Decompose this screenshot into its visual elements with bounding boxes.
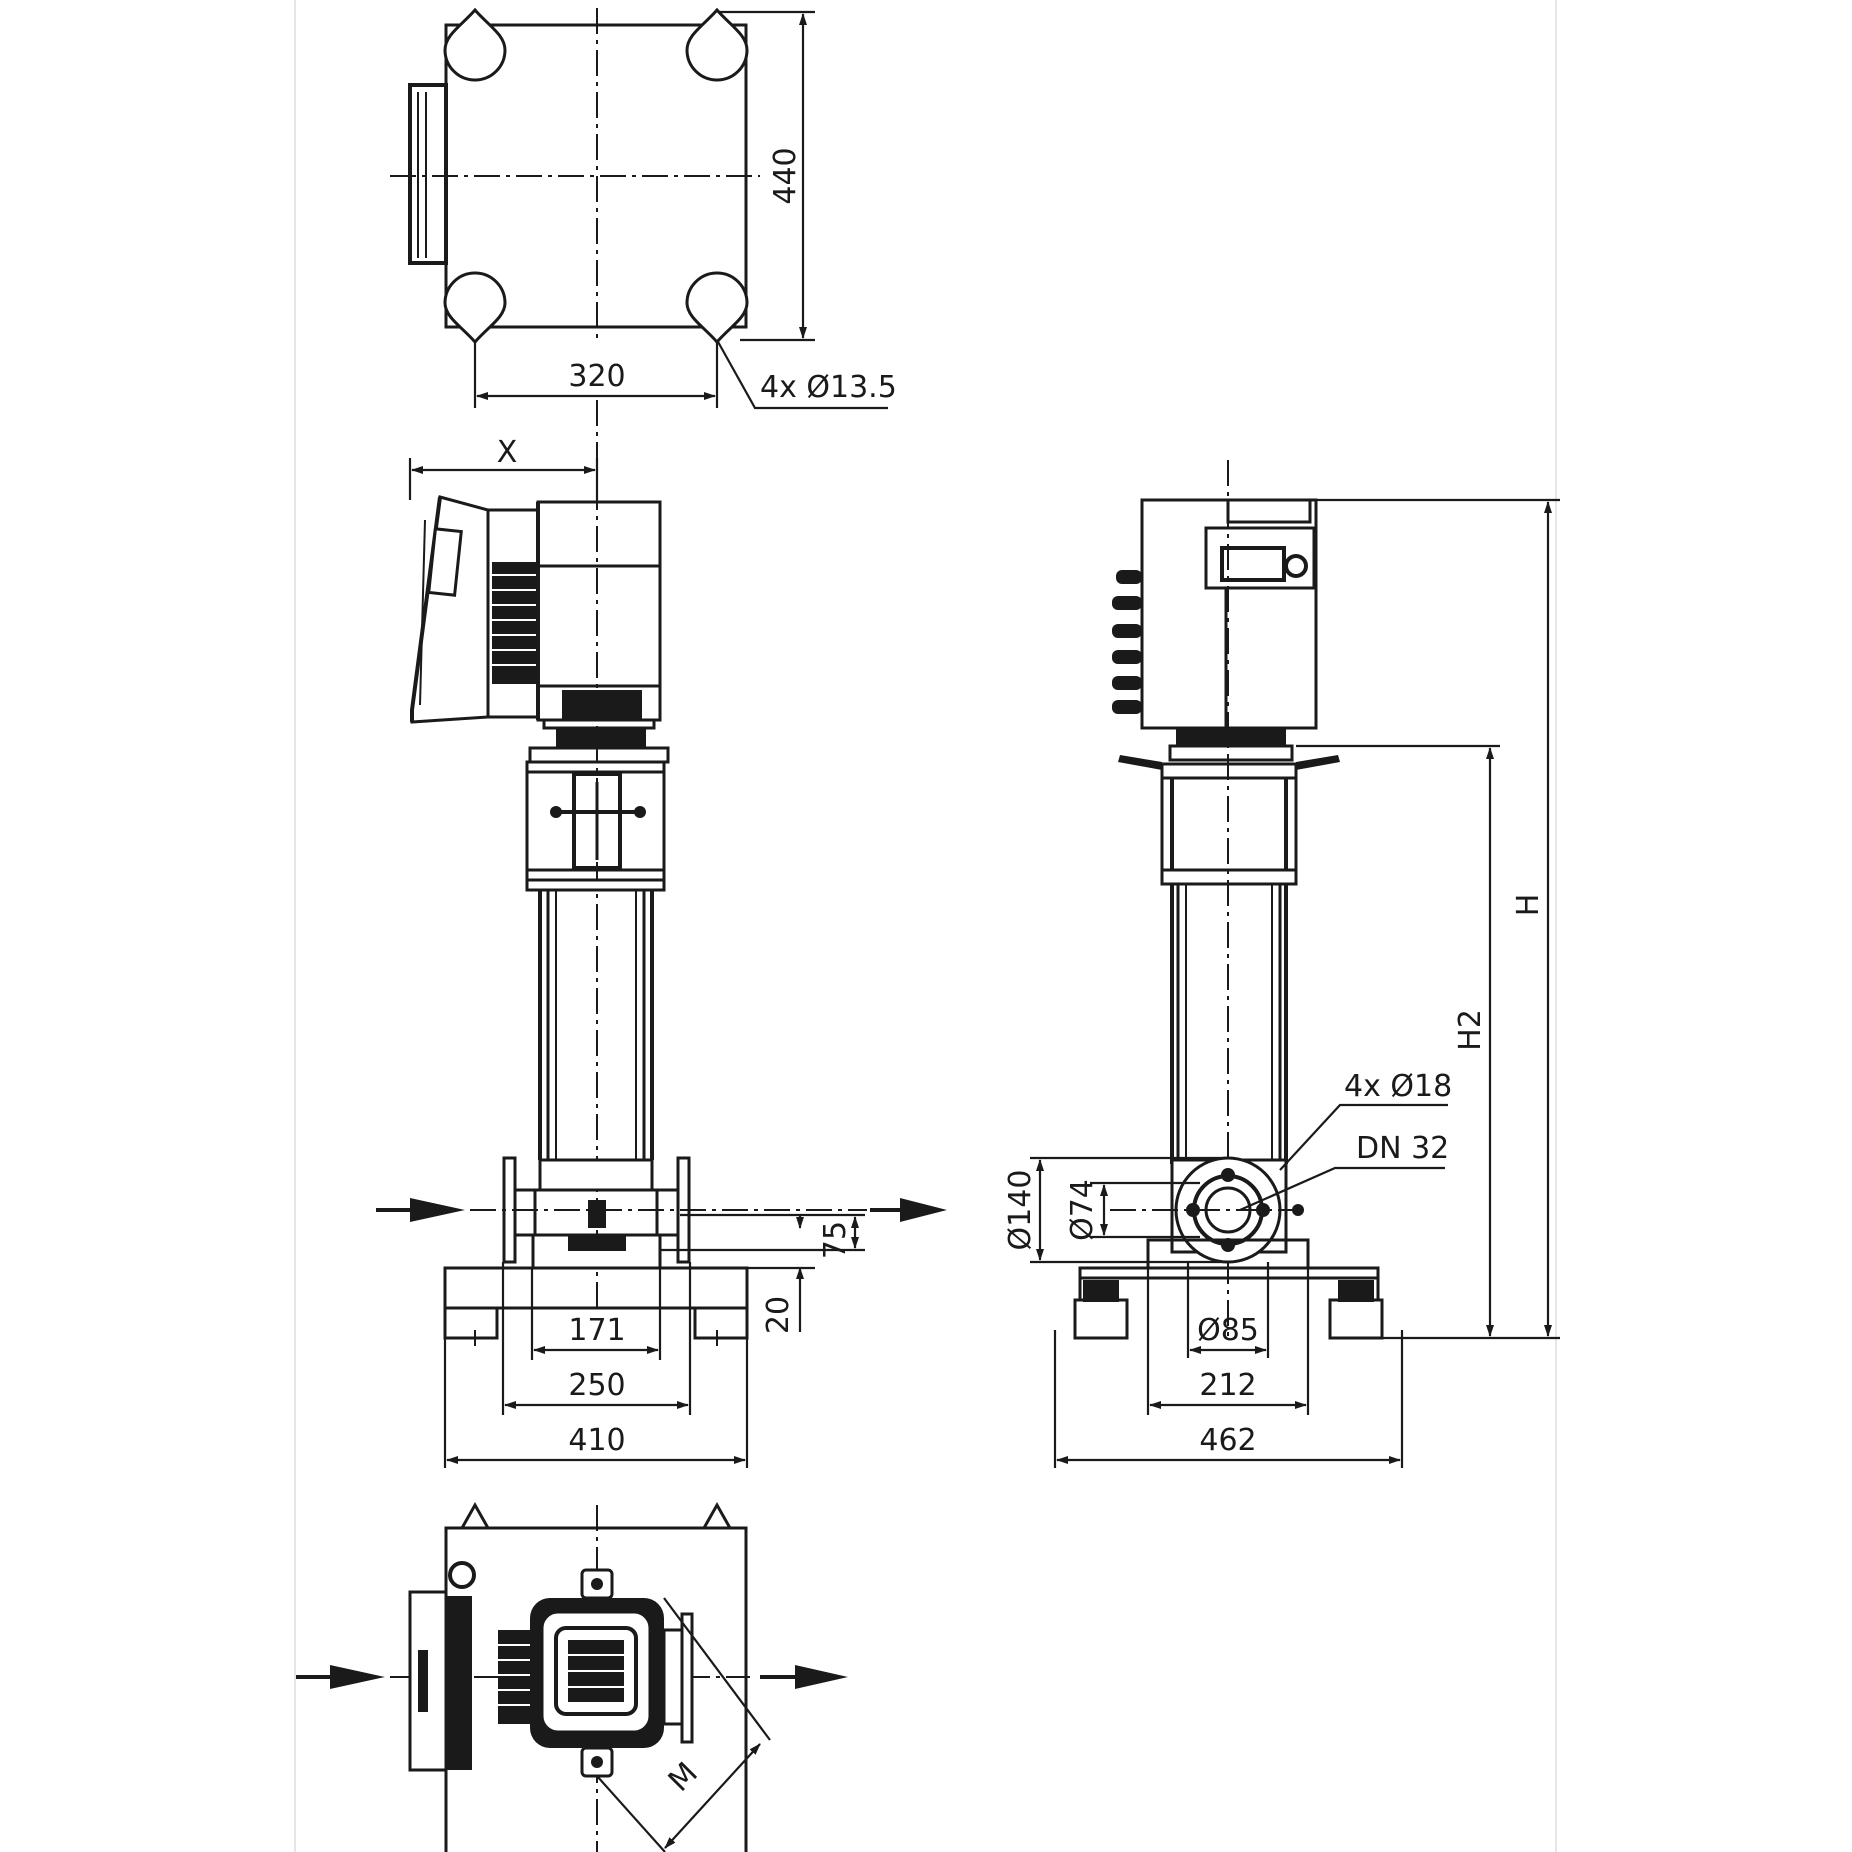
dim-label-h: H: [1511, 894, 1546, 917]
base-frame-front: [443, 1266, 749, 1310]
leader-dn: [1239, 1166, 1445, 1212]
front-view-pump: X: [376, 400, 947, 1468]
flow-arrow-out-bottom: [760, 1665, 848, 1689]
cooling-fins: [492, 562, 537, 684]
side-view-pump: H H2 4x Ø18 DN 32 Ø140 Ø74 Ø85 212 462: [1003, 460, 1560, 1468]
bottom-view-pump: M: [296, 1501, 848, 1852]
label-dn: DN 32: [1356, 1131, 1449, 1166]
label-holes-top: 4x Ø13.5: [760, 370, 897, 405]
dim-label-h2: H2: [1453, 1009, 1488, 1051]
leader-holes-flange: [1279, 1103, 1448, 1171]
flow-arrow-out: [870, 1198, 947, 1222]
dim-label-440: 440: [768, 147, 803, 204]
dim-label-410: 410: [568, 1423, 625, 1458]
motor-adapter: [562, 690, 642, 722]
dim-line-m: [664, 1743, 761, 1849]
label-holes-flange: 4x Ø18: [1344, 1069, 1452, 1104]
leader-holes-top: [716, 339, 888, 410]
dim-label-212: 212: [1199, 1368, 1256, 1403]
dim-label-250: 250: [568, 1368, 625, 1403]
dim-label-m: M: [662, 1756, 705, 1799]
dim-label-dia140: Ø140: [1003, 1170, 1038, 1251]
motor-housing: [536, 500, 662, 722]
pump-base-top: [538, 1158, 654, 1192]
flow-arrow-in-bottom: [296, 1665, 385, 1689]
top-view-base-plate: 440 320 4x Ø13.5: [390, 7, 897, 410]
side-lantern: [1160, 762, 1298, 886]
dim-label-171: 171: [568, 1313, 625, 1348]
dim-label-462: 462: [1199, 1423, 1256, 1458]
terminal-box-outline: [408, 83, 448, 265]
mount-slot-tr: [685, 7, 749, 82]
flow-arrow-in: [376, 1198, 465, 1222]
dim-label-320: 320: [568, 359, 625, 394]
mount-slot-tl: [443, 7, 507, 82]
dim-label-dia74: Ø74: [1065, 1179, 1100, 1241]
cable-glands: [1112, 570, 1142, 714]
mount-slot-bl: [443, 271, 507, 345]
mount-slot-br: [685, 271, 749, 345]
dim-label-20: 20: [761, 1296, 796, 1334]
control-display: [427, 527, 463, 597]
dim-label-x: X: [497, 435, 518, 470]
dim-label-75: 75: [818, 1221, 853, 1259]
dim-label-dia85: Ø85: [1197, 1313, 1259, 1348]
